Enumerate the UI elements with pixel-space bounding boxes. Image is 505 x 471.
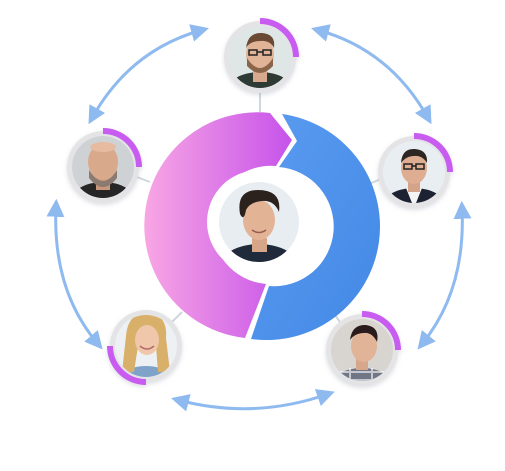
ring-segment-blue bbox=[251, 114, 381, 341]
person-photo-icon bbox=[219, 182, 299, 262]
double-headed-arc-arrow bbox=[88, 24, 209, 125]
avatar-accent-arc bbox=[413, 133, 453, 173]
avatar-accent-arc bbox=[107, 345, 147, 385]
person-photo-icon bbox=[115, 315, 177, 377]
double-headed-arc-arrow bbox=[171, 389, 335, 412]
person-photo-icon bbox=[229, 26, 291, 88]
double-headed-arc-arrow bbox=[417, 200, 472, 350]
avatar-left[interactable] bbox=[67, 128, 142, 226]
connector-bottom-left bbox=[171, 311, 183, 323]
avatar-bottom-right[interactable] bbox=[326, 311, 401, 412]
avatar-right[interactable] bbox=[378, 133, 453, 232]
avatar-bottom-left[interactable] bbox=[107, 310, 182, 410]
avatar-accent-arc bbox=[361, 311, 401, 351]
double-headed-arc-arrow bbox=[46, 198, 103, 350]
double-headed-arc-arrow bbox=[311, 24, 432, 125]
avatar-accent-arc bbox=[102, 128, 142, 168]
ring-segment-pink bbox=[144, 112, 292, 339]
cycle-arrows bbox=[46, 24, 472, 412]
avatar-accent-arc bbox=[259, 18, 299, 58]
avatar-top[interactable] bbox=[224, 18, 299, 112]
avatar-center[interactable] bbox=[215, 178, 303, 292]
